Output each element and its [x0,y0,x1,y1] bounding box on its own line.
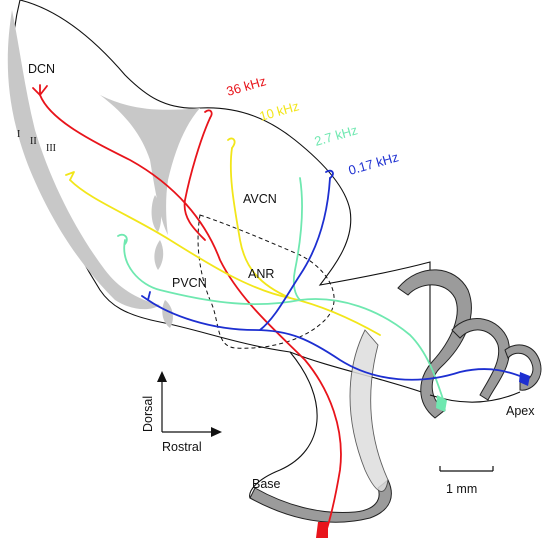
cochlea-modiolus [349,329,389,492]
axis-horizontal-arrowhead [211,427,222,437]
cochlea-outer-wall [249,351,318,499]
granule-patch-3 [162,300,173,328]
layer-label-1: I [17,129,20,140]
label-avcn: AVCN [243,192,277,206]
freq-label-2-7khz: 2.7 kHz [313,122,360,149]
fiber-36khz-branch [183,117,211,241]
fiber-10khz-branch [229,147,291,299]
fiber-entry-36khz [316,522,328,538]
granule-layer-lamina [100,95,200,235]
cochlea-turn-1 [397,269,472,419]
label-base: Base [252,477,281,491]
freq-label-0-17khz: 0.17 kHz [347,149,400,178]
terminal-36khz-avcn [204,109,213,119]
layer-label-2: II [30,136,37,147]
fiber-0-17khz-branch [259,177,331,331]
terminal-2-7khz [117,233,128,245]
layer-label-3: III [46,143,56,154]
axis-vertical-arrowhead [157,371,167,382]
fiber-entry-0-17khz [519,372,530,386]
orientation-axes [157,371,222,437]
cochlea-turn-2 [451,318,510,401]
fiber-2-7khz [123,239,446,406]
label-anr: ANR [248,267,274,281]
label-dcn: DCN [28,62,55,76]
freq-label-10khz: 10 kHz [258,98,301,124]
fiber-2-7khz-branch [292,177,303,301]
terminal-36khz-dcn [32,84,48,96]
scale-bar [439,466,494,472]
axis-label-rostral: Rostral [162,440,202,454]
label-pvcn: PVCN [172,276,207,290]
fiber-36khz [39,94,342,536]
scale-bar-label: 1 mm [446,482,477,496]
axis-label-dorsal: Dorsal [141,396,155,432]
terminal-10khz [65,137,236,181]
terminal-0-17khz [141,169,334,301]
freq-label-36khz: 36 kHz [225,73,268,99]
fiber-entry-2-7khz [436,395,447,412]
fiber-0-17khz [147,299,526,381]
granule-patch-2 [154,240,164,270]
fiber-10khz [69,179,381,336]
granule-layer-dcn [7,10,161,310]
anr-region [197,214,335,349]
granule-patch-1 [151,195,162,232]
label-apex: Apex [506,404,535,418]
